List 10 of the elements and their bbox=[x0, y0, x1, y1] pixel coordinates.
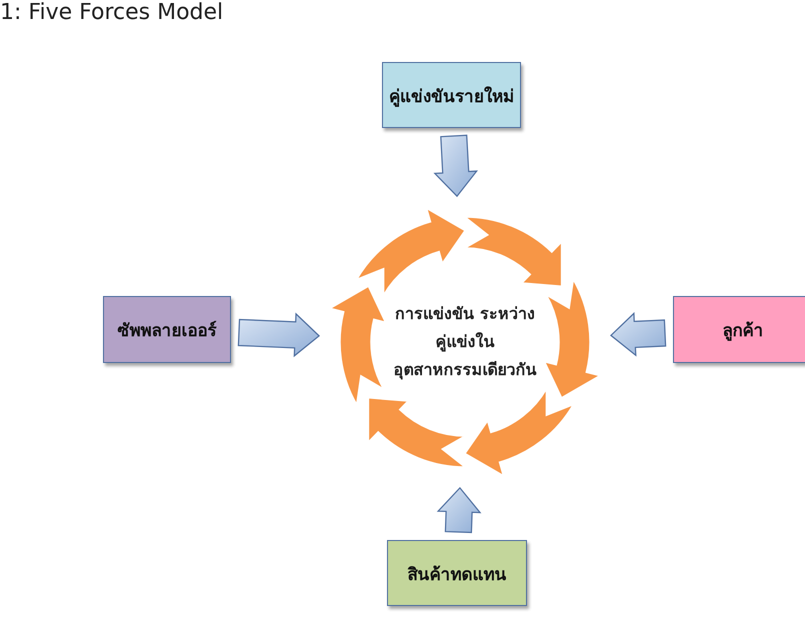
figure-title: 1: Five Forces Model bbox=[0, 0, 224, 25]
force-box: ลูกค้า bbox=[673, 296, 805, 363]
force-box: ซัพพลายเออร์ bbox=[103, 296, 231, 363]
force-box: คู่แข่งขันรายใหม่ bbox=[382, 62, 521, 128]
block-arrow bbox=[436, 486, 482, 534]
center-text: การแข่งขัน ระหว่างคู่แข่งใน อุตสาหกรรมเดียวกัน bbox=[392, 303, 538, 382]
force-box: สินค้าทดแทน bbox=[387, 540, 527, 606]
block-arrow bbox=[433, 134, 478, 198]
block-arrow bbox=[238, 312, 320, 358]
block-arrow bbox=[610, 312, 666, 357]
